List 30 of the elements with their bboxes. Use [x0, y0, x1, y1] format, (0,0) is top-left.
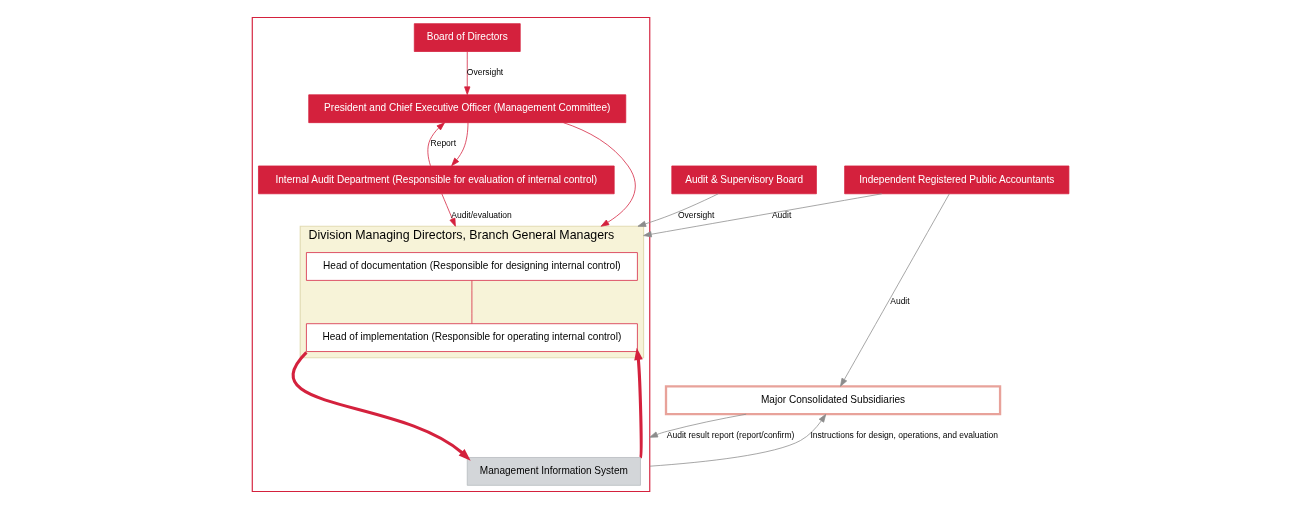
arrow — [451, 122, 469, 167]
node-box: Board of Directors — [413, 23, 521, 52]
arrow — [637, 193, 719, 227]
arrow — [427, 122, 445, 167]
node-box: Head of implementation (Responsible for operating internal control) — [306, 323, 638, 352]
node-box: Major Consolidated Subsidiaries — [664, 385, 1002, 416]
arrow — [563, 122, 636, 227]
node-box: Independent Registered Public Accountants — [844, 165, 1070, 195]
arrow — [634, 347, 643, 458]
edge-label: Oversight — [677, 209, 715, 220]
arrow — [464, 51, 471, 95]
connector — [471, 280, 473, 324]
edge-label: Audit/evaluation — [451, 209, 512, 220]
node-box: Audit & Supervisory Board — [671, 165, 817, 195]
arrow — [840, 193, 950, 387]
arrow — [291, 351, 471, 461]
arrow — [649, 413, 827, 467]
arrow — [649, 413, 747, 438]
edge-label: Instructions for design, operations, and evaluation — [810, 430, 998, 441]
edge-label: Audit result report (report/confirm) — [666, 430, 795, 441]
edge-label: Report — [430, 138, 457, 149]
node-box: President and Chief Executive Officer (Management Committee) — [308, 94, 627, 124]
edge-label: Audit — [771, 209, 792, 220]
node-box: Head of documentation (Responsible for designing internal control) — [306, 252, 638, 281]
arrow — [643, 193, 883, 238]
edge-label: Audit — [890, 296, 910, 307]
edge-label: Oversight — [466, 67, 504, 78]
node-box: Internal Audit Department (Responsible for evaluation of internal control) — [258, 165, 615, 195]
node-box: Management Information System — [466, 457, 641, 486]
arrow — [441, 193, 456, 227]
